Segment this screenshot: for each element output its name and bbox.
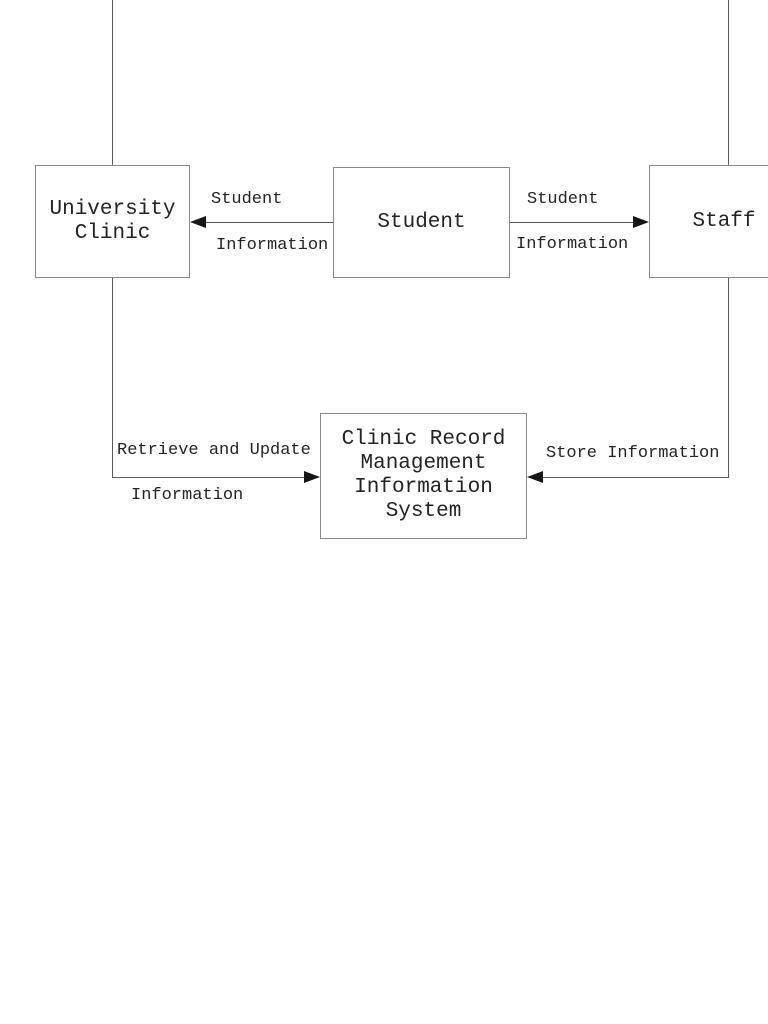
node-university-clinic: University Clinic — [35, 165, 190, 278]
edge-label-student-to-staff-line1: Student — [527, 190, 599, 210]
arrowhead-left-icon — [527, 471, 543, 483]
edge-student-to-staff-line — [510, 222, 635, 223]
node-system-label: Clinic Record Management Information Sys… — [341, 428, 506, 523]
edge-label-student-to-clinic-line1: Student — [211, 190, 283, 210]
edge-clinic-to-system-hline — [112, 477, 306, 478]
edge-staff-to-system-vline — [728, 278, 729, 478]
arrowhead-right-icon — [304, 471, 320, 483]
connector-staff-top — [728, 0, 729, 165]
edge-label-clinic-to-system-line1: Retrieve and Update — [117, 441, 311, 461]
node-university-clinic-label: University Clinic — [49, 197, 176, 245]
node-staff-label: Staff — [692, 209, 756, 233]
edge-staff-to-system-hline — [541, 477, 729, 478]
node-clinic-record-management-information-system: Clinic Record Management Information Sys… — [320, 413, 527, 539]
edge-label-clinic-to-system-line2: Information — [131, 486, 244, 506]
edge-clinic-to-system-vline — [112, 278, 113, 478]
node-staff: Staff — [649, 165, 768, 278]
arrowhead-right-icon — [633, 216, 649, 228]
node-student-label: Student — [377, 210, 466, 234]
node-student: Student — [333, 167, 510, 278]
edge-label-staff-to-system: Store Information — [546, 444, 720, 464]
connector-clinic-top — [112, 0, 113, 165]
arrowhead-left-icon — [190, 216, 206, 228]
edge-student-to-clinic-line — [202, 222, 333, 223]
edge-label-student-to-staff-line2: Information — [516, 235, 629, 255]
edge-label-student-to-clinic-line2: Information — [216, 236, 329, 256]
